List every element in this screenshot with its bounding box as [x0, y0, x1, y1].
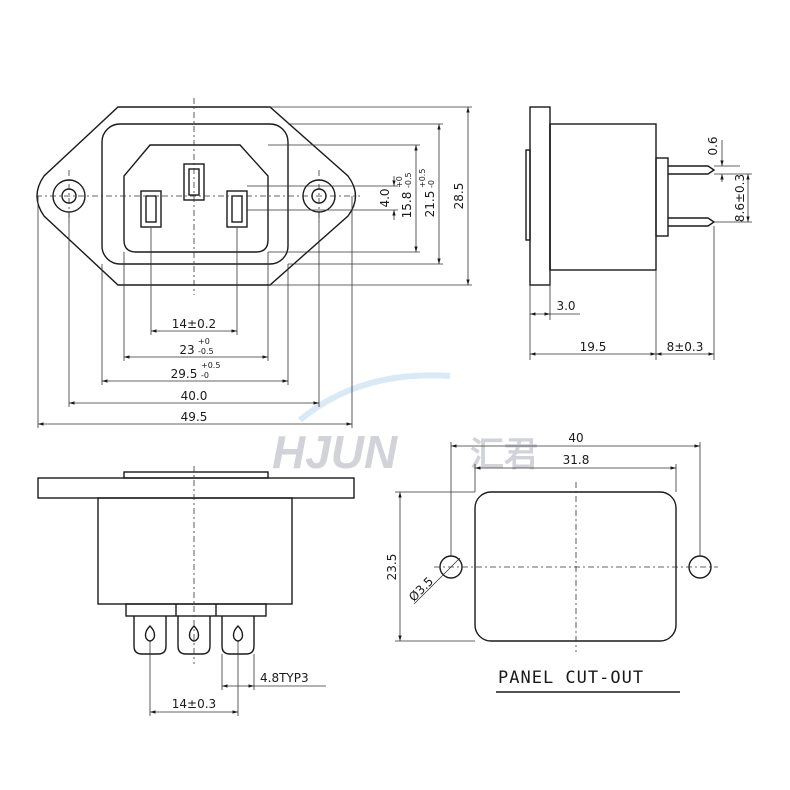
watermark-brand: HJUN: [272, 426, 398, 478]
bottom-rim: [123, 471, 269, 479]
terminal-block: [125, 603, 267, 617]
terminal-neutral-hole: [232, 625, 244, 642]
dim-29-5: 29.5: [171, 367, 198, 381]
cutout-dim-40: 40: [568, 431, 583, 445]
dim-14: 14±0.2: [172, 317, 216, 331]
line-contact: [140, 190, 162, 228]
cutout-rect: [474, 491, 677, 642]
side-body: [549, 123, 657, 271]
body-outline: [101, 123, 289, 265]
bottom-flange: [37, 477, 355, 499]
cutout-dim-dia-3-5: Ø3.5: [406, 574, 436, 604]
dim-14-bottom: 14±0.3: [172, 697, 216, 711]
tol-29-lower: -0: [201, 371, 209, 380]
watermark: HJUN 汇君: [272, 372, 538, 478]
cutout-title: PANEL CUT-OUT: [498, 668, 644, 688]
dim-0-6: 0.6: [706, 136, 720, 155]
terminal-earth-hole: [188, 625, 200, 642]
neutral-contact: [226, 190, 248, 228]
tol-21-5-upper: +0.5: [418, 169, 427, 188]
dim-40: 40.0: [181, 389, 208, 403]
dim-8: 8±0.3: [667, 340, 704, 354]
cavity-outline: [123, 144, 269, 253]
side-view: 0.6 8.6±0.3 3.0 19.5 8±0.3: [525, 106, 752, 360]
tol-29-upper: +0.5: [201, 361, 220, 370]
side-terminal-base: [655, 157, 669, 237]
dim-23: 23: [179, 343, 194, 357]
tol-15-8-upper: +0: [395, 176, 404, 188]
tol-23-lower: -0.5: [198, 347, 214, 356]
bottom-body: [97, 497, 293, 605]
terminal-pin-lower: [668, 217, 716, 227]
terminal-line-hole: [144, 625, 156, 642]
front-view: 14±0.2 23 +0 -0.5 29.5 +0.5 -0 40.0 49.5…: [36, 98, 472, 428]
dim-8-6: 8.6±0.3: [733, 174, 747, 222]
panel-cutout: 40 31.8 23.5 Ø3.5 PANEL CUT-OUT: [385, 431, 718, 693]
dim-19-5: 19.5: [580, 340, 607, 354]
dim-3: 3.0: [556, 299, 575, 313]
line-contact-slot: [145, 195, 157, 223]
dim-21-5: 21.5: [423, 191, 437, 218]
cutout-dim-23-5: 23.5: [385, 554, 399, 581]
tol-21-5-lower: -0: [427, 180, 436, 188]
watermark-brand-cn: 汇君: [470, 435, 538, 475]
dim-4-8: 4.8TYP3: [260, 671, 309, 685]
neutral-contact-slot: [231, 195, 243, 223]
side-lip: [525, 149, 531, 241]
terminal-pin-upper: [668, 165, 716, 175]
tol-15-8-lower: -0.5: [404, 172, 413, 188]
dim-15-8: 15.8: [400, 192, 414, 219]
dim-49-5: 49.5: [181, 410, 208, 424]
side-flange: [529, 106, 551, 286]
dim-4: 4.0: [378, 188, 392, 207]
cutout-dim-31-8: 31.8: [563, 453, 590, 467]
dim-28-5: 28.5: [452, 183, 466, 210]
tol-23-upper: +0: [198, 337, 210, 346]
bottom-view: 4.8TYP3 14±0.3: [37, 466, 355, 716]
